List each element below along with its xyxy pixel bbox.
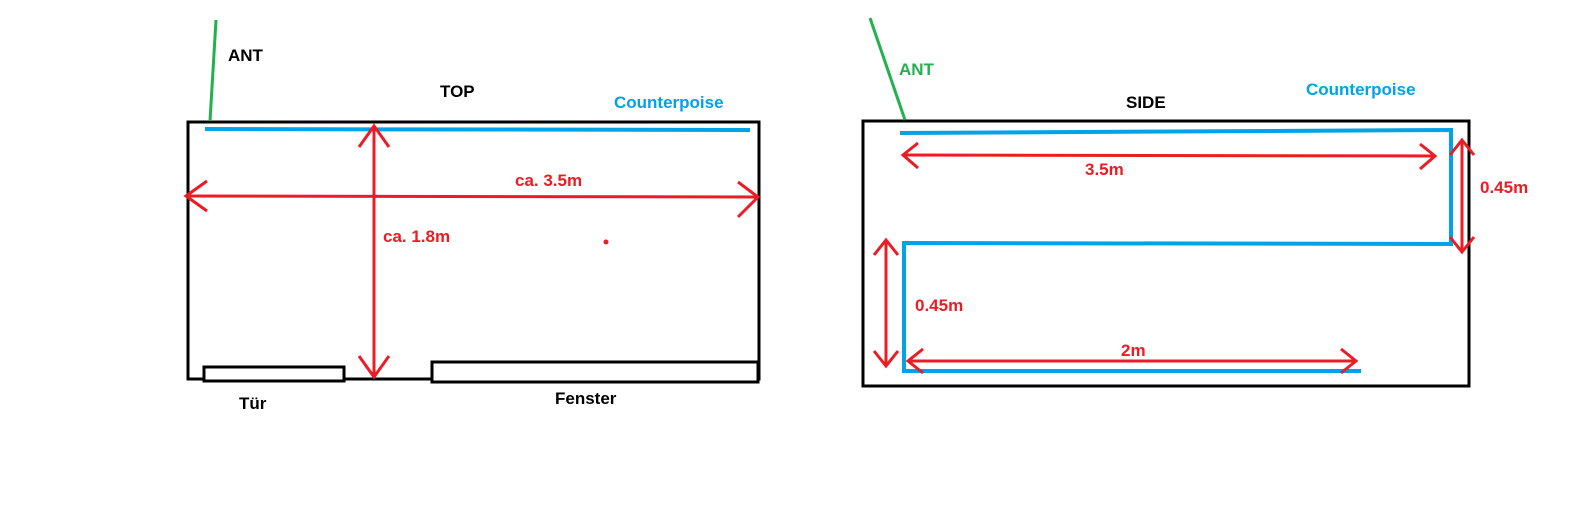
top-view-antenna-wire (208, 19, 218, 122)
window-label: Fenster (555, 389, 617, 408)
side-view-lower-run-label: 2m (1121, 341, 1146, 360)
top-view-antenna-label: ANT (228, 46, 264, 65)
top-view-width-arrow (357, 123, 391, 380)
top-view-width-label: ca. 1.8m (383, 227, 450, 246)
top-view-counterpoise-wire (204, 127, 751, 132)
side-view-left-drop-arrow (872, 237, 900, 369)
door-shape (202, 365, 346, 383)
side-view-title: SIDE (1126, 93, 1166, 112)
stray-dot (603, 239, 609, 245)
top-view-room-outline (186, 120, 761, 381)
side-view-antenna-wire (868, 17, 907, 121)
side-view-right-drop-label: 0.45m (1480, 178, 1528, 197)
side-view-left-drop-label: 0.45m (915, 296, 963, 315)
side-view-upper-run-arrow (900, 141, 1438, 171)
side-view-lower-run-arrow (905, 347, 1359, 375)
top-view: ANT TOP Counterpoise ca. 3.5m ca. 1.8m T… (183, 19, 761, 413)
side-view-antenna-label: ANT (899, 60, 935, 79)
top-view-length-label: ca. 3.5m (515, 171, 582, 190)
top-view-counterpoise-label: Counterpoise (614, 93, 724, 112)
window-shape (430, 360, 760, 384)
side-view-right-drop-arrow (1448, 137, 1476, 255)
side-view-upper-run-label: 3.5m (1085, 160, 1124, 179)
side-view-counterpoise-wire (899, 127, 1453, 373)
side-view: ANT SIDE Counterpoise 3.5m 0.45m 0.45m 2… (861, 17, 1528, 388)
side-view-room-outline (861, 119, 1471, 388)
side-view-counterpoise-label: Counterpoise (1306, 80, 1416, 99)
top-view-length-arrow (183, 179, 761, 219)
top-view-title: TOP (440, 82, 475, 101)
door-label: Tür (239, 394, 267, 413)
